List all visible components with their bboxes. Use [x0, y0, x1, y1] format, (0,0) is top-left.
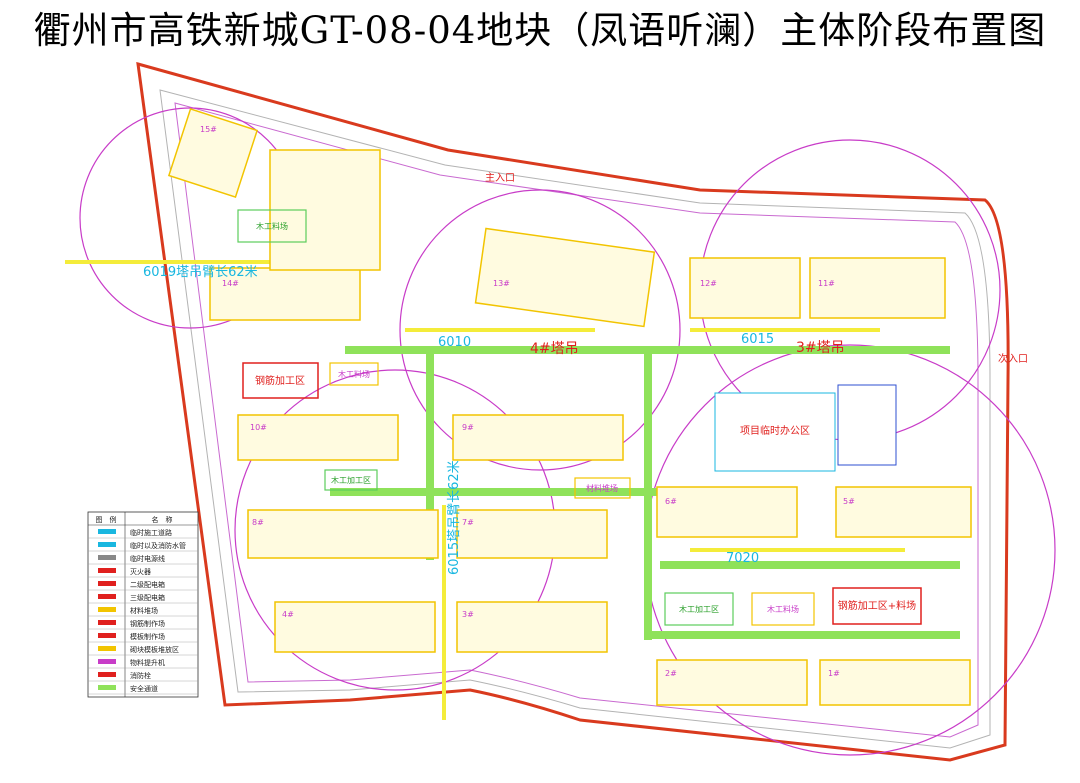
legend-swatch — [98, 568, 116, 573]
building-label: 9# — [462, 423, 474, 432]
inner-road-outline-2 — [174, 102, 979, 738]
legend-item-label: 临时施工道路 — [130, 528, 172, 537]
legend: 图 例 名 称 临时施工道路临时以及消防水管临时电源线灭火器二级配电箱三级配电箱… — [87, 511, 199, 698]
building-7 — [456, 509, 608, 559]
crane-label-7020: 7020 — [726, 551, 759, 566]
legend-header-symbol: 图 例 — [96, 515, 117, 524]
legend-item-label: 临时电源线 — [130, 554, 165, 563]
legend-item-label: 消防栓 — [130, 671, 151, 680]
legend-item-label: 模板制作场 — [130, 632, 165, 641]
building-label: 5# — [843, 497, 855, 506]
building-1 — [819, 659, 971, 706]
wood-area-mid — [324, 469, 378, 491]
crane-circle-13 — [399, 189, 681, 471]
rebar-area-se — [832, 587, 922, 625]
building-label: 3# — [462, 610, 474, 619]
building-5 — [835, 486, 972, 538]
office-area-label: 项目临时办公区 — [740, 424, 810, 437]
legend-item-label: 钢筋制作场 — [130, 619, 165, 628]
legend-item-label: 二级配电箱 — [130, 580, 165, 589]
building-12 — [689, 257, 801, 319]
building-15 — [167, 107, 259, 199]
yellow-area-se — [751, 592, 815, 626]
legend-item-label: 材料堆场 — [130, 606, 158, 615]
yellow-area-se-label: 木工料场 — [767, 604, 799, 614]
crane-label-6010: 6010 — [438, 335, 471, 350]
building-13 — [474, 227, 656, 328]
legend-swatch — [98, 685, 116, 690]
crane-label-vertical: 6015塔吊臂长62米 — [447, 460, 462, 575]
building-6 — [656, 486, 798, 538]
legend-swatch — [98, 555, 116, 560]
wood-area-se-label: 木工加工区 — [679, 604, 719, 614]
secondary-gate-label: 次入口 — [998, 352, 1028, 365]
building-label: 7# — [462, 518, 474, 527]
building-4 — [274, 601, 436, 653]
building-2 — [656, 659, 808, 706]
legend-item-label: 临时以及消防水管 — [130, 541, 186, 550]
rebar-area-west — [242, 362, 319, 399]
building-9 — [452, 414, 624, 461]
rebar-area-se-label: 钢筋加工区+料场 — [838, 599, 916, 612]
crane-label-6019: 6019塔吊臂长62米 — [143, 265, 258, 280]
legend-header-name: 名 称 — [152, 515, 173, 524]
legend-item-label: 安全通道 — [130, 684, 158, 693]
legend-swatch — [98, 672, 116, 677]
building-label: 15# — [200, 125, 217, 134]
building-label: 14# — [222, 279, 239, 288]
office-area — [714, 392, 836, 472]
building-11 — [809, 257, 946, 319]
building-label: 13# — [493, 279, 510, 288]
legend-swatch — [98, 620, 116, 625]
crane-label-4: 4#塔吊 — [530, 341, 579, 357]
building-14 — [209, 267, 361, 321]
building-8 — [247, 509, 439, 559]
yellow-area-mid — [574, 477, 631, 499]
page-title: 衢州市高铁新城GT-08-04地块（凤语听澜）主体阶段布置图 — [33, 9, 1047, 52]
legend-item-label: 砌块模板堆放区 — [130, 645, 179, 654]
legend-swatch — [98, 594, 116, 599]
wood-area-se — [664, 592, 734, 626]
legend-swatch — [98, 633, 116, 638]
crane-label-6015: 6015 — [741, 332, 774, 347]
building-label: 12# — [700, 279, 717, 288]
wood-area-top — [237, 209, 307, 243]
yellow-area-mid-label: 材料堆场 — [586, 483, 618, 493]
legend-swatch — [98, 659, 116, 664]
legend-item-label: 物料提升机 — [130, 658, 165, 667]
yellow-area-top-label: 木工料场 — [338, 369, 370, 379]
legend-swatch — [98, 529, 116, 534]
building-label: 1# — [828, 669, 840, 678]
legend-swatch — [98, 542, 116, 547]
wood-area-top-label: 木工料场 — [256, 221, 288, 231]
legend-swatch — [98, 607, 116, 612]
inner-road-outline — [159, 89, 991, 749]
crane-label-3: 3#塔吊 — [796, 340, 845, 356]
site-boundary — [136, 61, 1010, 762]
legend-swatch — [98, 581, 116, 586]
building-label: 11# — [818, 279, 835, 288]
office-block — [837, 384, 897, 466]
legend-swatch — [98, 646, 116, 651]
yellow-area-top — [329, 362, 379, 386]
legend-item-label: 三级配电箱 — [130, 593, 165, 602]
building-label: 2# — [665, 669, 677, 678]
wood-area-mid-label: 木工加工区 — [331, 475, 371, 485]
building-label: 6# — [665, 497, 677, 506]
building-10 — [237, 414, 399, 461]
legend-item-label: 灭火器 — [130, 568, 151, 576]
building-label: 10# — [250, 423, 267, 432]
rebar-area-west-label: 钢筋加工区 — [255, 374, 305, 387]
building-label: 4# — [282, 610, 294, 619]
building-3 — [456, 601, 608, 653]
building-label: 8# — [252, 518, 264, 527]
main-gate-label: 主入口 — [485, 172, 515, 184]
